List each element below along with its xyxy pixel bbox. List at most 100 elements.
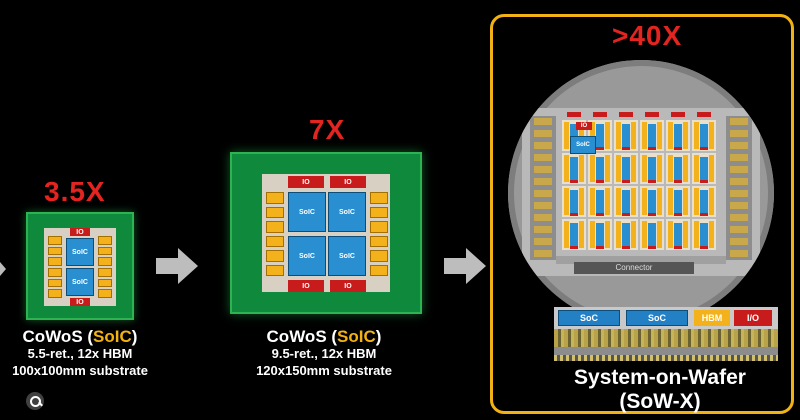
connector-pad bbox=[534, 238, 552, 245]
hbm-stack bbox=[605, 122, 610, 149]
soc-die: SoC bbox=[626, 310, 688, 326]
io-die bbox=[648, 213, 656, 216]
multiplier-3-5x: 3.5X bbox=[44, 176, 106, 207]
zoom-icon[interactable] bbox=[26, 392, 44, 410]
hbm-stack bbox=[579, 155, 584, 182]
hbm-stack bbox=[683, 188, 688, 215]
hbm-stack bbox=[616, 122, 621, 149]
connector-pad bbox=[730, 250, 748, 257]
hbm-stack bbox=[683, 122, 688, 149]
soic-die bbox=[700, 157, 708, 180]
soic-die bbox=[622, 223, 630, 246]
soic-die bbox=[674, 124, 682, 147]
hbm-stack bbox=[668, 155, 673, 182]
hbm-stack bbox=[642, 188, 647, 215]
hbm-stack bbox=[694, 188, 699, 215]
hbm-stack bbox=[668, 188, 673, 215]
io-die: IO bbox=[70, 228, 90, 236]
hbm-stack bbox=[709, 122, 714, 149]
io-die bbox=[570, 213, 578, 216]
soic-die bbox=[622, 157, 630, 180]
soic-die bbox=[596, 190, 604, 213]
hbm-stack bbox=[564, 155, 569, 182]
connector-strip bbox=[726, 116, 752, 260]
hbm-stack bbox=[631, 155, 636, 182]
io-die bbox=[700, 246, 708, 249]
hbm-stack bbox=[694, 221, 699, 248]
connector-pad bbox=[534, 226, 552, 233]
hbm-stack bbox=[564, 122, 569, 149]
hbm-stack bbox=[642, 221, 647, 248]
soic-die bbox=[596, 124, 604, 147]
io-die bbox=[648, 147, 656, 150]
io-die bbox=[674, 147, 682, 150]
io-die bbox=[622, 246, 630, 249]
connector-pad bbox=[534, 154, 552, 161]
soic-die bbox=[700, 124, 708, 147]
hbm-stack bbox=[605, 155, 610, 182]
soic-die bbox=[674, 223, 682, 246]
soic-die: SoIC bbox=[288, 236, 326, 276]
io-die bbox=[648, 246, 656, 249]
connector-pad bbox=[730, 130, 748, 137]
wafer: IO SoIC Connector bbox=[508, 60, 774, 326]
connector-pad bbox=[534, 202, 552, 209]
arrow-right-icon bbox=[0, 262, 6, 276]
io-die bbox=[596, 246, 604, 249]
io-die bbox=[674, 246, 682, 249]
soic-die bbox=[700, 190, 708, 213]
hbm-stack bbox=[564, 221, 569, 248]
connector-pad bbox=[730, 226, 748, 233]
hbm-stack bbox=[590, 155, 595, 182]
hbm-stack bbox=[564, 188, 569, 215]
hbm-stack bbox=[579, 188, 584, 215]
soic-die bbox=[570, 223, 578, 246]
hbm-stack bbox=[616, 188, 621, 215]
soic-die bbox=[596, 157, 604, 180]
soic-die bbox=[648, 157, 656, 180]
hbm-stack bbox=[631, 221, 636, 248]
connector-pad bbox=[534, 178, 552, 185]
connector-pad bbox=[730, 118, 748, 125]
soic-die bbox=[622, 190, 630, 213]
hbm-stack bbox=[694, 155, 699, 182]
soic-die: SoIC bbox=[570, 136, 596, 154]
connector-pad bbox=[730, 166, 748, 173]
hbm-stack bbox=[616, 155, 621, 182]
hbm-stack bbox=[579, 221, 584, 248]
hbm-stack bbox=[709, 155, 714, 182]
soic-die bbox=[700, 223, 708, 246]
hbm-stack bbox=[642, 155, 647, 182]
io-die bbox=[593, 112, 607, 117]
soic-die bbox=[570, 157, 578, 180]
hbm-stack bbox=[683, 221, 688, 248]
io-die bbox=[700, 180, 708, 183]
hbm-stack bbox=[590, 122, 595, 149]
cowos-package-small: IO IO SoIC SoIC bbox=[26, 212, 134, 320]
hbm-stack bbox=[683, 155, 688, 182]
io-die bbox=[619, 112, 633, 117]
io-die: IO bbox=[576, 122, 592, 130]
sow-x-title: System-on-Wafer (SoW-X) bbox=[574, 366, 746, 413]
connector-pad bbox=[730, 154, 748, 161]
io-die: IO bbox=[288, 176, 324, 188]
soic-die bbox=[570, 124, 578, 147]
bottom-strip bbox=[556, 256, 726, 264]
soic-die bbox=[648, 190, 656, 213]
wafer-cross-section: SoC SoC HBM I/O bbox=[554, 307, 778, 369]
io-chip: I/O bbox=[734, 310, 772, 326]
pkg1-caption: CoWoS (SoIC) 5.5-ret., 12x HBM 100x100mm… bbox=[12, 327, 148, 378]
hbm-stack bbox=[657, 221, 662, 248]
hbm-stack bbox=[668, 122, 673, 149]
soc-die: SoC bbox=[558, 310, 620, 326]
hbm-stack bbox=[709, 221, 714, 248]
hbm-stack bbox=[579, 122, 584, 149]
connector-pad bbox=[730, 190, 748, 197]
io-die bbox=[622, 180, 630, 183]
io-die bbox=[645, 112, 659, 117]
hbm-stack bbox=[657, 188, 662, 215]
io-die bbox=[567, 112, 581, 117]
connector-pad bbox=[534, 118, 552, 125]
connector-pad bbox=[534, 250, 552, 257]
soic-die bbox=[674, 190, 682, 213]
